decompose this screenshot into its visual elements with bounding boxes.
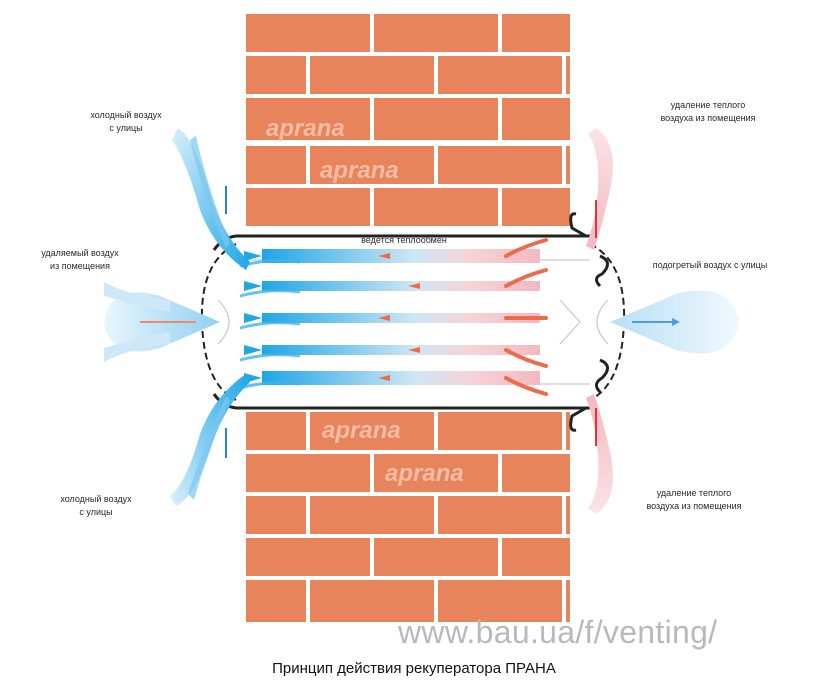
brick bbox=[310, 146, 434, 184]
cold-air-stream-top bbox=[172, 128, 250, 270]
cold-air-swirl bbox=[239, 289, 301, 298]
cold-air-stream-bottom bbox=[170, 374, 250, 506]
brick bbox=[438, 56, 562, 94]
brick bbox=[374, 98, 498, 140]
brick bbox=[374, 454, 498, 492]
brick bbox=[566, 580, 570, 622]
logo-mark: aprana bbox=[322, 417, 401, 444]
brick bbox=[246, 98, 370, 140]
label-heated-street-air: подогретый воздух с улицы bbox=[653, 260, 768, 270]
prana-logo-watermarks: aprana aprana aprana aprana bbox=[266, 115, 464, 487]
exchanger-tube bbox=[262, 345, 540, 355]
logo-mark: aprana bbox=[266, 115, 345, 142]
cold-air-swirl bbox=[239, 321, 301, 330]
logo-mark: aprana bbox=[385, 460, 464, 487]
exhaust-air-fan-left bbox=[104, 282, 220, 362]
warm-flow-arrow bbox=[378, 253, 390, 259]
warm-air-stream-top bbox=[586, 128, 613, 250]
brick bbox=[246, 454, 370, 492]
brick bbox=[310, 580, 434, 622]
brick bbox=[246, 538, 370, 576]
brick bbox=[246, 146, 306, 184]
cold-air-swirl bbox=[239, 353, 301, 362]
warm-flow-arrow bbox=[408, 283, 420, 289]
brick bbox=[502, 454, 570, 492]
warm-air-plume bbox=[504, 238, 548, 258]
heated-air-fan-right bbox=[610, 290, 740, 354]
warm-air-stream-bottom bbox=[586, 394, 613, 514]
logo-mark: aprana bbox=[320, 157, 399, 184]
figure-caption: Принцип действия рекуператора ПРАНА bbox=[272, 660, 556, 677]
brick bbox=[374, 188, 498, 226]
brick bbox=[310, 412, 434, 450]
brick bbox=[438, 146, 562, 184]
cold-flow-arrow bbox=[244, 281, 262, 291]
brick bbox=[438, 412, 562, 450]
warm-air-plume bbox=[504, 348, 548, 368]
brick bbox=[566, 56, 570, 94]
exchanger-tube bbox=[262, 313, 540, 323]
exchanger-tube bbox=[262, 281, 540, 291]
source-url-watermark: www.bau.ua/f/venting/ bbox=[398, 614, 718, 650]
warm-air-plume bbox=[504, 268, 548, 288]
brick bbox=[246, 412, 306, 450]
brick bbox=[246, 56, 306, 94]
brick bbox=[374, 14, 498, 52]
cold-flow-arrow bbox=[244, 345, 262, 355]
warm-flow-arrow bbox=[378, 375, 390, 381]
brick-wall bbox=[246, 14, 570, 622]
brick bbox=[246, 14, 370, 52]
brick bbox=[502, 538, 570, 576]
label-heat-exchange: ведется теплообмен bbox=[361, 235, 447, 245]
brick bbox=[502, 188, 570, 226]
cold-flow-arrow bbox=[244, 251, 262, 261]
brick bbox=[566, 412, 570, 450]
brick bbox=[438, 496, 562, 534]
brick bbox=[246, 580, 306, 622]
brick bbox=[310, 56, 434, 94]
cold-flow-arrow bbox=[244, 313, 262, 323]
warm-flow-arrow bbox=[378, 315, 390, 321]
brick bbox=[566, 496, 570, 534]
brick bbox=[502, 14, 570, 52]
exchanger-tube bbox=[262, 249, 540, 263]
brick bbox=[438, 580, 562, 622]
warm-flow-arrow bbox=[408, 347, 420, 353]
brick bbox=[310, 496, 434, 534]
exchanger-tube bbox=[262, 371, 540, 385]
brick bbox=[374, 538, 498, 576]
heat-exchanger-tubes bbox=[239, 238, 548, 396]
warm-air-plume bbox=[504, 376, 548, 396]
brick bbox=[246, 496, 306, 534]
brick bbox=[246, 188, 370, 226]
brick bbox=[502, 98, 570, 140]
brick bbox=[566, 146, 570, 184]
